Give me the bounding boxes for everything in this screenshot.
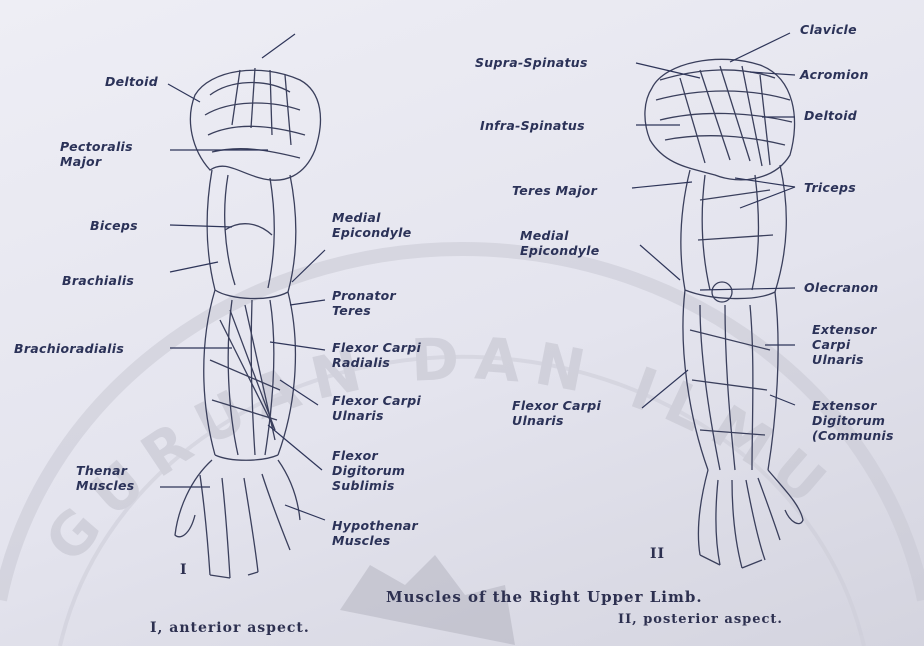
label-hypothenar-muscles: Hypothenar Muscles <box>332 518 418 548</box>
label-olecranon: Olecranon <box>804 280 878 295</box>
label-brachioradialis: Brachioradialis <box>14 341 124 356</box>
label-medial-epicondyle-anterior: Medial Epicondyle <box>332 210 412 240</box>
label-brachialis: Brachialis <box>62 273 134 288</box>
label-infra-spinatus: Infra-Spinatus <box>480 118 585 133</box>
label-teres-major: Teres Major <box>512 183 597 198</box>
label-acromion: Acromion <box>800 67 869 82</box>
label-flexor-carpi-ulnaris-posterior: Flexor Carpi Ulnaris <box>512 398 601 428</box>
label-extensor-digitorum: Extensor Digitorum (Communis <box>812 398 924 443</box>
figure-caption-i: I, anterior aspect. <box>150 620 310 636</box>
label-flexor-carpi-ulnaris-anterior: Flexor Carpi Ulnaris <box>332 393 421 423</box>
label-supra-spinatus: Supra-Spinatus <box>475 55 588 70</box>
figure-numeral-i: I <box>180 562 188 578</box>
label-thenar-muscles: Thenar Muscles <box>76 463 135 493</box>
label-medial-epicondyle-posterior: Medial Epicondyle <box>520 228 600 258</box>
figure-caption-title: Muscles of the Right Upper Limb. <box>386 588 703 606</box>
figure-numeral-ii: II <box>650 546 665 562</box>
label-triceps: Triceps <box>804 180 856 195</box>
label-flexor-digitorum-sublimis: Flexor Digitorum Sublimis <box>332 448 405 493</box>
label-extensor-carpi-ulnaris: Extensor Carpi Ulnaris <box>812 322 877 367</box>
label-deltoid-anterior: Deltoid <box>40 74 158 89</box>
label-clavicle: Clavicle <box>800 22 857 37</box>
label-flexor-carpi-radialis: Flexor Carpi Radialis <box>332 340 421 370</box>
figure-caption-ii: II, posterior aspect. <box>618 612 783 627</box>
label-deltoid-posterior: Deltoid <box>804 108 857 123</box>
label-pronator-teres: Pronator Teres <box>332 288 396 318</box>
label-biceps: Biceps <box>90 218 138 233</box>
watermark-seal: GURUAN DAN ILMU <box>0 249 924 646</box>
label-pectoralis-major: Pectoralis Major <box>60 139 133 169</box>
